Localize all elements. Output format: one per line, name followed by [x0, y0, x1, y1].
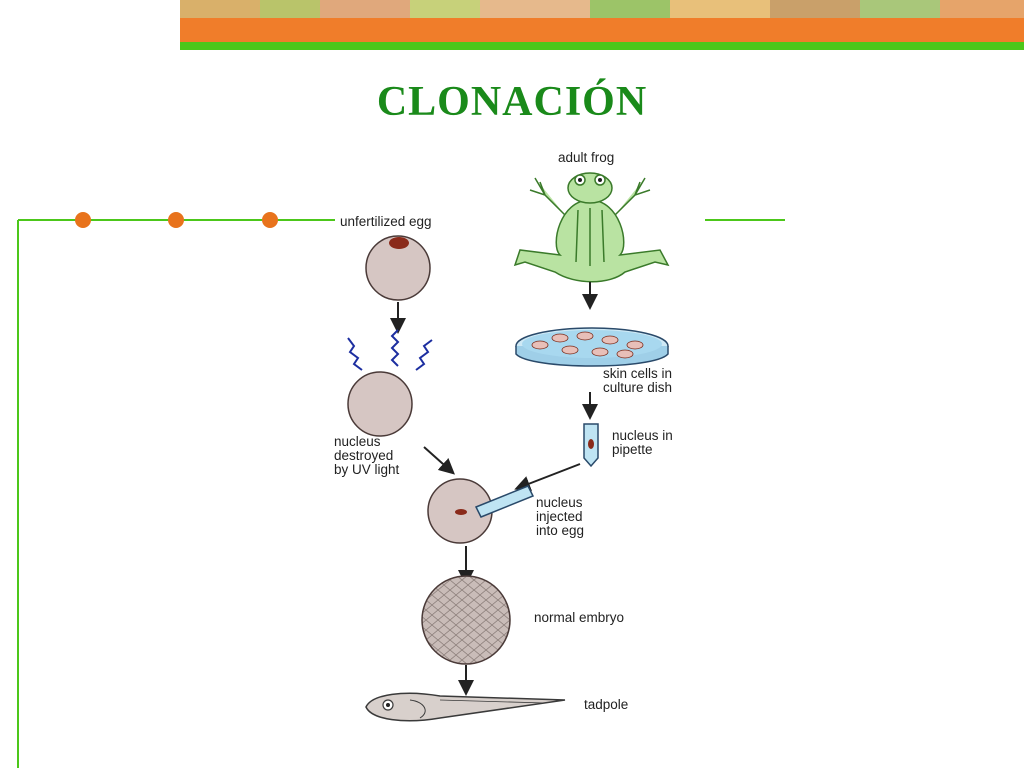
injected-nucleus	[455, 509, 467, 515]
label-nucleus-destroyed-1: nucleus	[334, 434, 381, 449]
label-adult-frog: adult frog	[558, 150, 614, 165]
label-nucleus-pipette-2: pipette	[612, 442, 653, 457]
enucleated-egg	[347, 371, 413, 437]
label-nucleus-injected-1: nucleus	[536, 495, 583, 510]
label-nucleus-injected-3: into egg	[536, 523, 584, 538]
label-nucleus-pipette-1: nucleus in	[612, 428, 673, 443]
label-tadpole: tadpole	[584, 697, 628, 712]
header-banner	[180, 0, 1024, 50]
label-normal-embryo: normal embryo	[534, 610, 624, 625]
tadpole-icon	[365, 692, 566, 722]
bullet-dot	[262, 212, 278, 228]
label-skin-cells-1: skin cells in	[603, 366, 672, 381]
arrow-to-injected-egg	[423, 446, 455, 475]
pipette-nucleus	[588, 439, 594, 449]
injection-pipette	[474, 485, 535, 518]
culture-dish	[515, 327, 669, 367]
unfertilized-egg	[365, 235, 431, 301]
slide-title: CLONACIÓN	[376, 79, 648, 125]
pipette-icon	[583, 423, 599, 468]
label-nucleus-destroyed-3: by UV light	[334, 462, 400, 477]
injected-egg	[427, 478, 535, 544]
label-skin-cells-2: culture dish	[603, 380, 672, 395]
egg-nucleus	[389, 237, 409, 249]
label-nucleus-destroyed-2: destroyed	[334, 448, 393, 463]
uv-light-icon	[347, 329, 433, 371]
label-unfertilized-egg: unfertilized egg	[340, 214, 432, 229]
bullet-dot	[168, 212, 184, 228]
bullet-dot	[75, 212, 91, 228]
adult-frog-icon	[513, 172, 670, 283]
arrow-pipette-to-egg	[514, 463, 581, 492]
label-nucleus-injected-2: injected	[536, 509, 583, 524]
normal-embryo	[421, 575, 511, 665]
